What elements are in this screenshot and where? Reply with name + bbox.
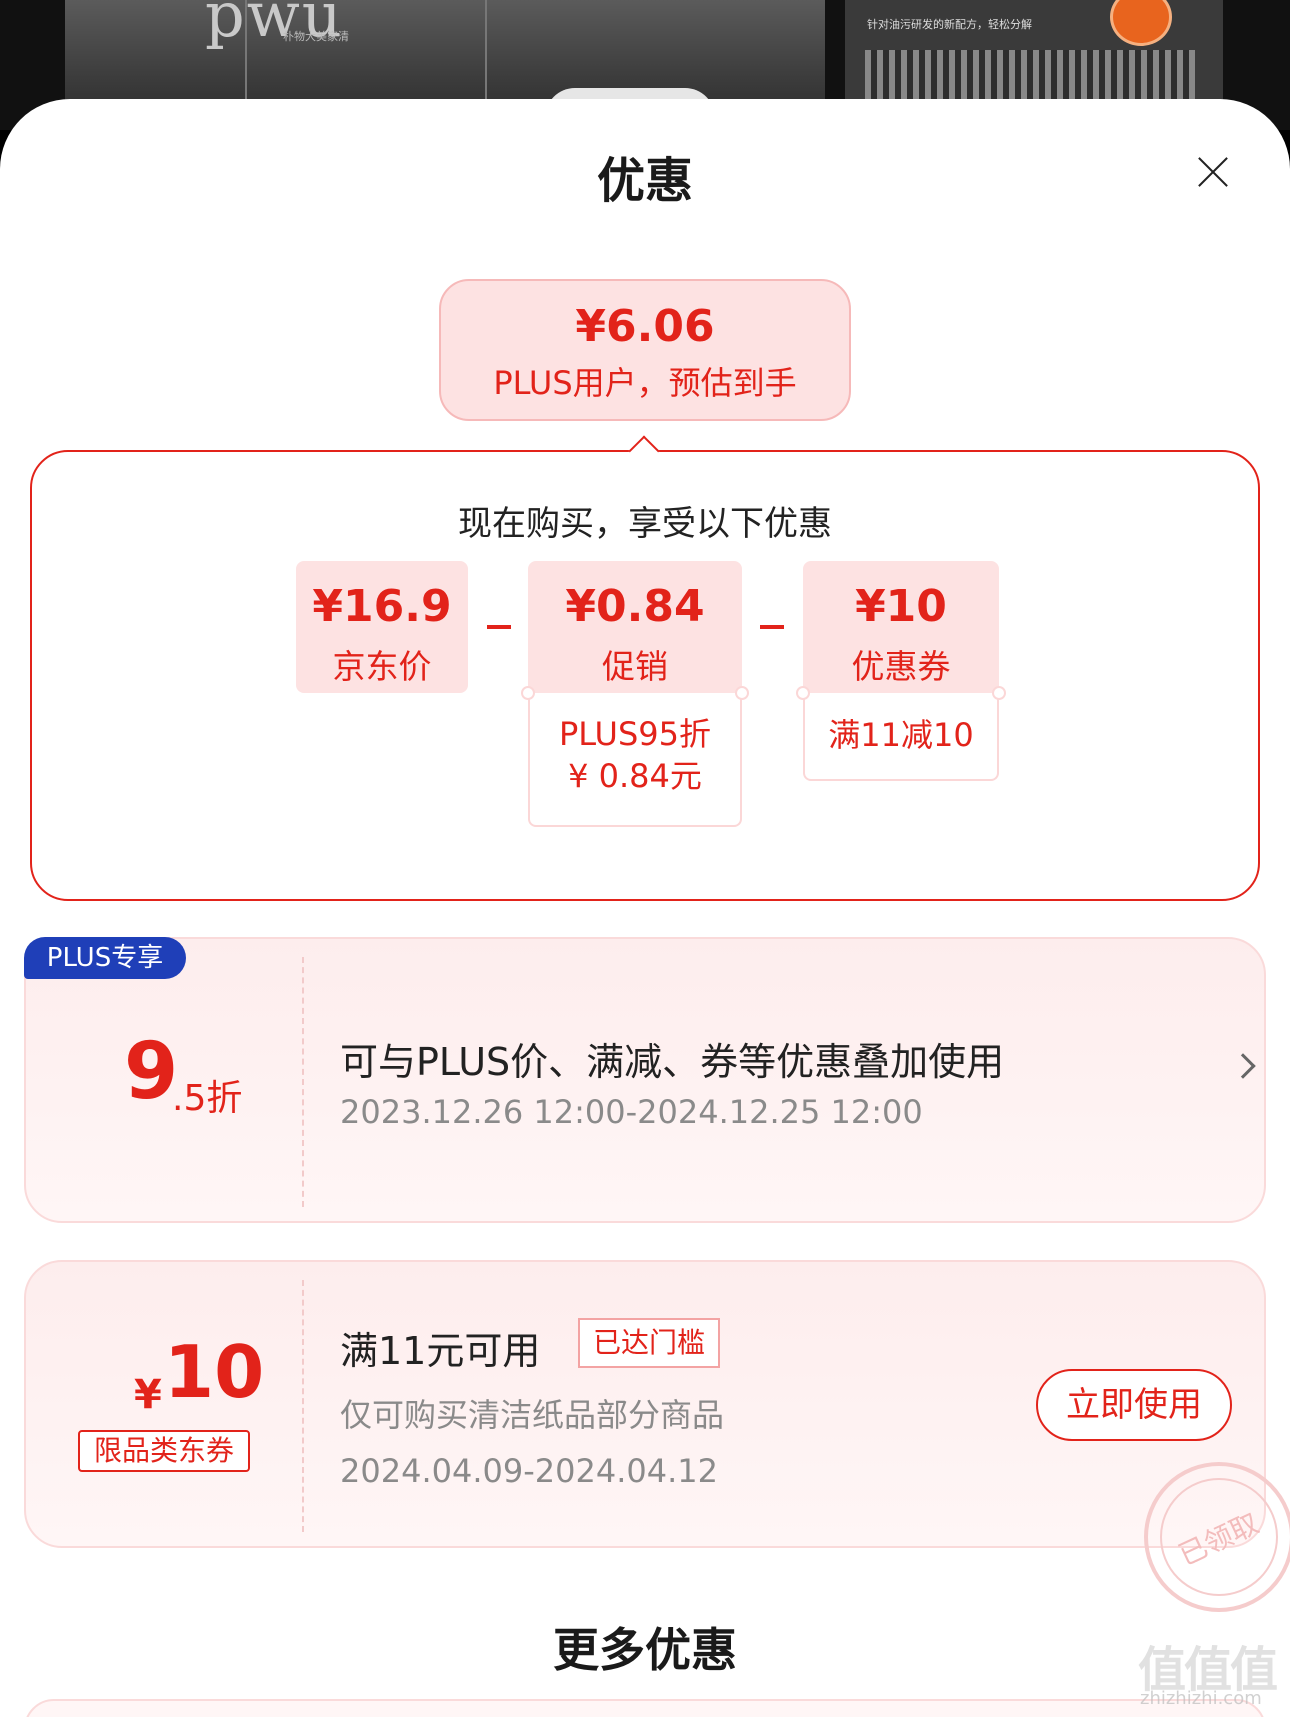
- coupon-detail-line1: 满11减10: [828, 716, 974, 754]
- estimated-price-label: PLUS用户，预估到手: [493, 364, 797, 402]
- price-breakdown: 现在购买，享受以下优惠 ¥16.9 京东价 ¥0.84 促销 PLUS95折 ¥…: [30, 450, 1260, 901]
- site-watermark: 值值值: [1138, 1642, 1278, 1698]
- claimed-stamp: 已领取: [1144, 1462, 1290, 1612]
- category-coupon-card: ¥ 10 限品类东券 满11元可用 已达门槛 仅可购买清洁纸品部分商品 2024…: [24, 1260, 1290, 1612]
- promo-detail-line2: ¥ 0.84元: [568, 757, 702, 795]
- brand-logo: pwu: [205, 0, 344, 51]
- breakdown-heading: 现在购买，享受以下优惠: [458, 504, 832, 544]
- product-caption: 针对油污研发的新配方，轻松分解: [867, 18, 1032, 31]
- promo-amount: ¥0.84: [565, 581, 705, 632]
- brand-subtitle: 朴物大美家清: [283, 30, 349, 43]
- more-offers-title: 更多优惠: [553, 1623, 737, 1677]
- discount-unit: .5折: [172, 1078, 243, 1119]
- coupon-label: 优惠券: [851, 647, 951, 686]
- coupon-currency: ¥: [134, 1372, 162, 1418]
- plus-exclusive-tag: PLUS专享: [24, 937, 186, 979]
- discount-sheet: 优惠 ¥6.06 PLUS用户，预估到手 现在购买，享受以下优惠 ¥16.9 京…: [0, 99, 1290, 1717]
- minus-icon: [760, 625, 784, 629]
- coupon-period: 2024.04.09-2024.04.12: [340, 1452, 718, 1490]
- close-icon[interactable]: [1195, 154, 1231, 190]
- use-now-button[interactable]: 立即使用: [1036, 1369, 1232, 1441]
- plus-card-title: 可与PLUS价、满减、券等优惠叠加使用: [340, 1040, 1005, 1084]
- coupon-card-amount: 10: [164, 1330, 265, 1414]
- promo-detail: PLUS95折 ¥ 0.84元: [528, 693, 742, 827]
- jd-price-label: 京东价: [332, 647, 432, 686]
- minus-icon: [487, 625, 511, 629]
- site-watermark-url: zhizhizhi.com: [1140, 1688, 1262, 1709]
- coupon-amount: ¥10: [855, 581, 947, 632]
- jd-price-amount: ¥16.9: [312, 581, 452, 632]
- coupon-card-title: 满11元可用: [340, 1329, 541, 1373]
- product-badge: [1110, 0, 1172, 46]
- estimated-price-bubble: ¥6.06 PLUS用户，预估到手: [439, 279, 851, 421]
- promo-label: 促销: [602, 647, 668, 686]
- threshold-reached-tag: 已达门槛: [578, 1318, 720, 1368]
- chevron-right-icon[interactable]: [1230, 1053, 1256, 1079]
- plus-card-period: 2023.12.26 12:00-2024.12.25 12:00: [340, 1093, 923, 1131]
- plus-discount-card[interactable]: 9 .5折 可与PLUS价、满减、券等优惠叠加使用 2023.12.26 12:…: [24, 937, 1266, 1223]
- jd-price-chip: ¥16.9 京东价: [296, 561, 468, 693]
- promo-chip: ¥0.84 促销: [528, 561, 742, 693]
- category-coupon-tag: 限品类东券: [78, 1430, 250, 1472]
- coupon-chip: ¥10 优惠券: [803, 561, 999, 693]
- more-offer-card[interactable]: [24, 1699, 1266, 1717]
- coupon-scope: 仅可购买清洁纸品部分商品: [340, 1396, 725, 1434]
- promo-detail-line1: PLUS95折: [559, 715, 711, 753]
- coupon-detail: 满11减10: [803, 693, 999, 781]
- discount-value: 9: [124, 1027, 179, 1117]
- estimated-price: ¥6.06: [575, 301, 715, 352]
- sheet-title: 优惠: [596, 153, 693, 209]
